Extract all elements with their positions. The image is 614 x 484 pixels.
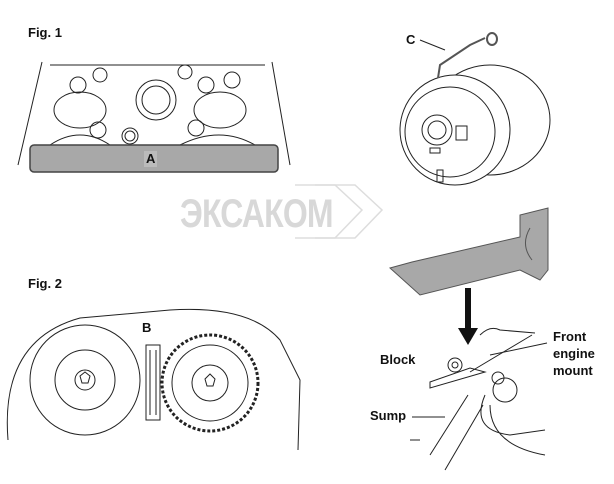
label-sump: Sump — [368, 408, 409, 424]
callout-b: B — [140, 320, 154, 336]
label-front: Front — [551, 329, 589, 345]
block-sump-mount — [410, 327, 548, 471]
watermark-logo: ЭКСАКОМ — [180, 192, 334, 236]
watermark-chevrons — [295, 184, 384, 239]
down-arrow-icon — [458, 288, 478, 345]
label-engine: engine — [551, 346, 597, 362]
fig2-timing-gears — [6, 308, 301, 451]
callout-c: C — [404, 32, 418, 48]
fig1-title: Fig. 1 — [26, 25, 64, 41]
label-mount: mount — [551, 363, 595, 379]
tensioner-pulley — [399, 32, 551, 186]
label-block: Block — [378, 352, 418, 368]
alignment-tool — [388, 207, 549, 296]
locking-pin-c — [437, 37, 486, 79]
callout-a: A — [144, 151, 158, 167]
fig2-title: Fig. 2 — [26, 276, 64, 292]
